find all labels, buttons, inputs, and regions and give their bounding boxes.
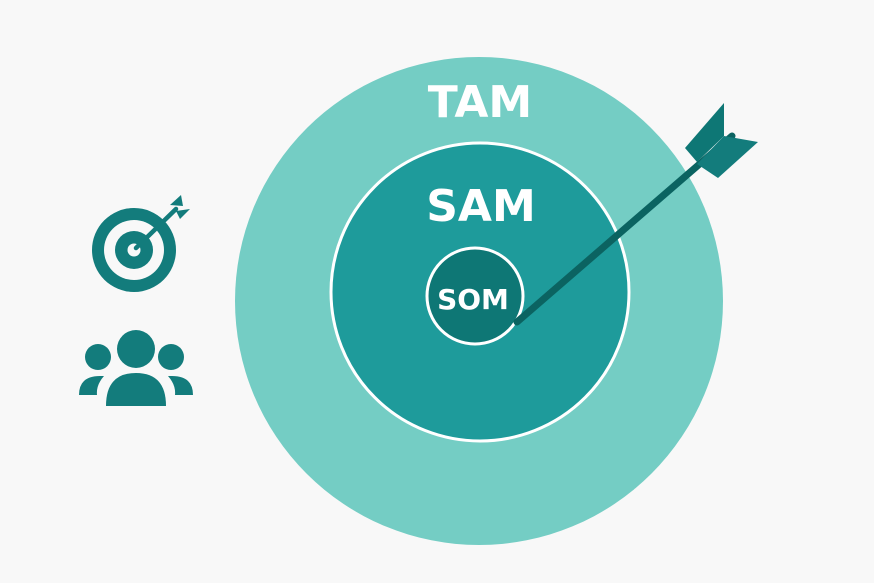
som-ring: [425, 246, 525, 346]
target-with-arrow-icon: [92, 195, 190, 292]
people-group-icon: [79, 330, 193, 406]
tam-label: TAM: [428, 77, 532, 128]
arrow-icon: [513, 103, 758, 326]
sam-label: SAM: [426, 181, 536, 232]
som-label: SOM: [437, 283, 509, 316]
